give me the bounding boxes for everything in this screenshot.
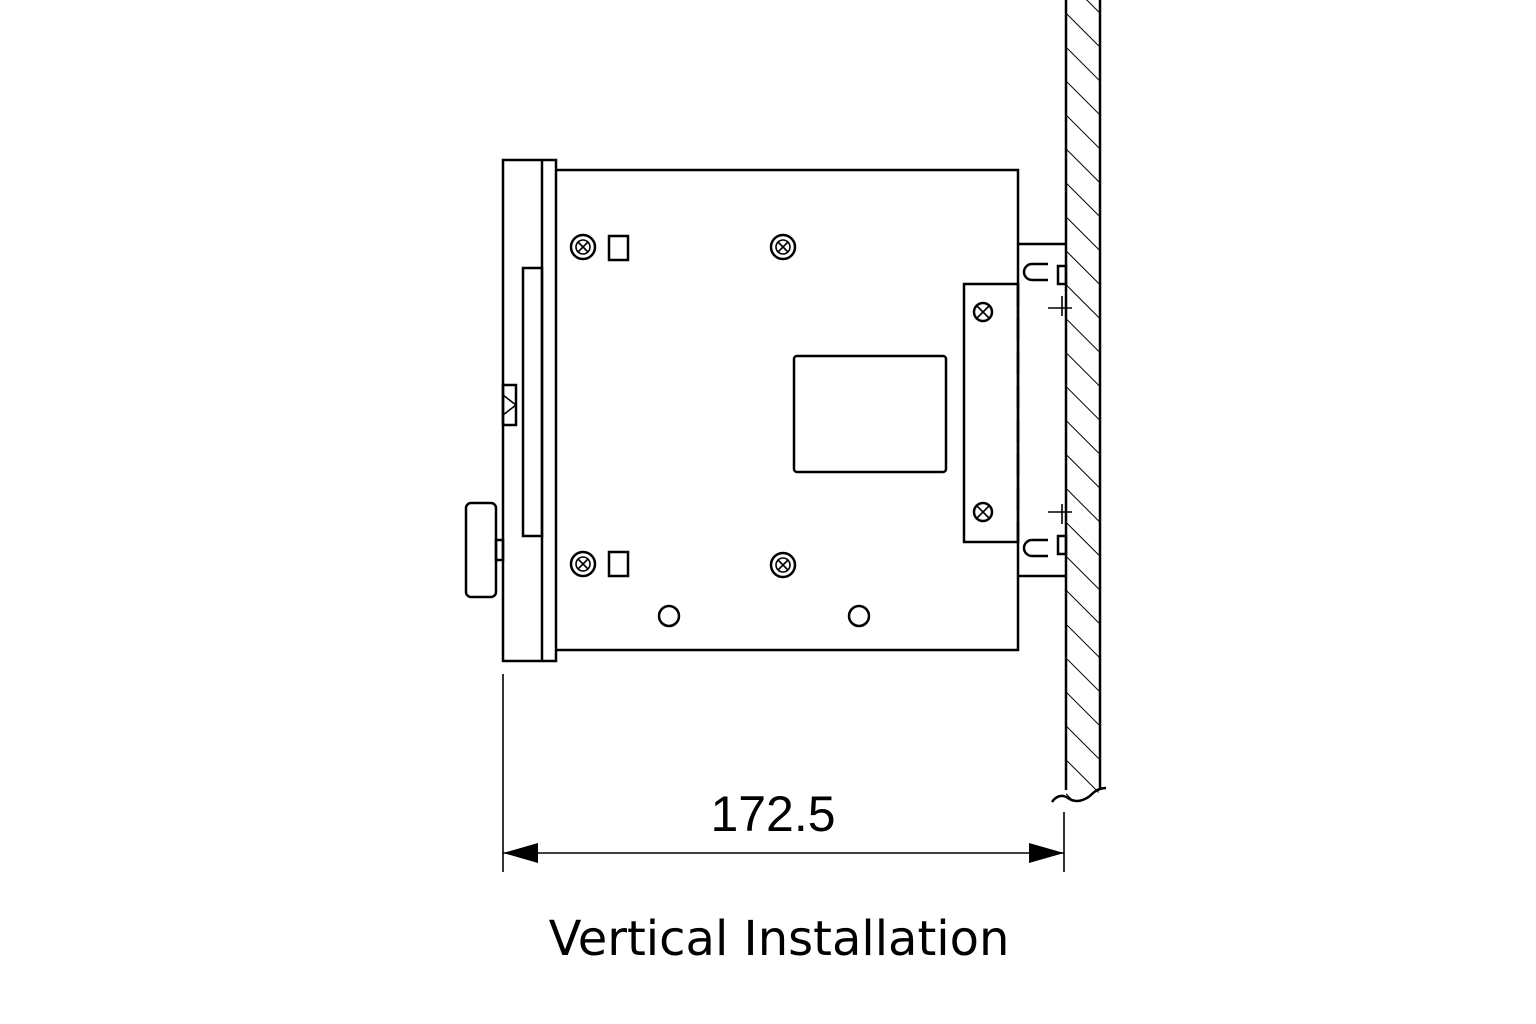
screw-icon: [972, 501, 994, 523]
screw-icon: [769, 551, 797, 579]
label-plate: [792, 354, 948, 474]
screw-icon: [972, 301, 994, 323]
front-bezel: [501, 158, 558, 663]
arrow-right-icon: [1029, 843, 1064, 863]
adjustment-knob: [464, 501, 505, 599]
caption: Vertical Installation: [549, 911, 1010, 967]
mounting-wall: [1050, 0, 1107, 804]
slot: [607, 550, 630, 578]
wall-break-line: [1050, 786, 1107, 803]
screw-icon: [569, 233, 597, 261]
arrow-left-icon: [503, 843, 538, 863]
slot: [607, 234, 630, 262]
screw-icon: [769, 233, 797, 261]
screw-icon: [569, 550, 597, 578]
mounting-bracket: [962, 242, 1072, 578]
hole: [847, 604, 871, 628]
dimension-line: [502, 674, 1065, 872]
hole: [657, 604, 681, 628]
dimension-label: 172.5: [710, 786, 835, 842]
